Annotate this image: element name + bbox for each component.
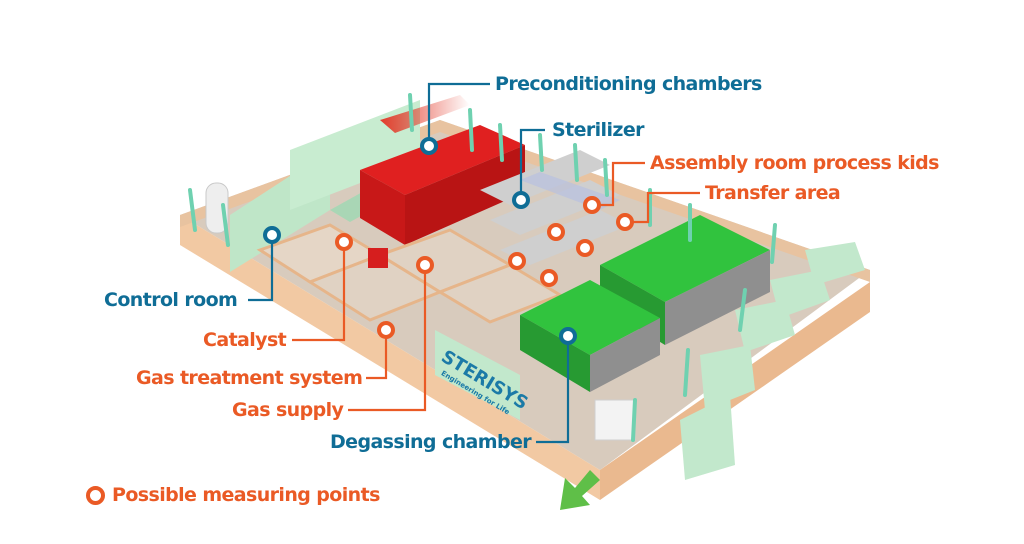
- marker-sterilizer-2: [547, 223, 565, 241]
- front-left-wall: [180, 215, 600, 500]
- pallet-stacks-right: [680, 242, 865, 480]
- marker-assembly: [583, 196, 601, 214]
- markers-orange: [335, 196, 634, 339]
- exit-arrow: [560, 470, 600, 510]
- preconditioning-chamber: [360, 125, 525, 245]
- marker-gas-treatment: [377, 321, 395, 339]
- exit-door: [594, 399, 636, 441]
- label-preconditioning-chambers: Preconditioning chambers: [495, 73, 762, 95]
- label-catalyst: Catalyst: [203, 329, 287, 351]
- label-assembly-room: Assembly room process kids: [650, 152, 939, 174]
- marker-degassing: [559, 327, 577, 345]
- marker-gas-supply: [416, 256, 434, 274]
- legend: Possible measuring points: [86, 484, 380, 506]
- legend-text: Possible measuring points: [112, 484, 380, 506]
- measuring-point-ring-icon: [86, 485, 105, 505]
- label-sterilizer: Sterilizer: [552, 119, 644, 141]
- marker-transfer: [616, 213, 634, 231]
- marker-sterilizer-4: [508, 252, 526, 270]
- pallet-stack-front: [435, 330, 520, 420]
- leader-lines-blue: [248, 82, 570, 444]
- label-gas-treatment-system: Gas treatment system: [136, 367, 363, 389]
- markers-blue: [263, 137, 577, 345]
- label-gas-supply: Gas supply: [232, 399, 344, 421]
- utility-rooms: [256, 223, 564, 324]
- leader-lines-orange: [292, 161, 700, 412]
- marker-sterilizer-3: [576, 239, 594, 257]
- back-right-wall: [440, 120, 870, 282]
- marker-sterilizer-5: [540, 269, 558, 287]
- degassing-chamber-small: [520, 280, 660, 392]
- label-degassing-chamber: Degassing chamber: [330, 431, 532, 453]
- pillars: [188, 93, 777, 442]
- label-transfer-area: Transfer area: [705, 182, 841, 204]
- marker-control-room: [263, 226, 281, 244]
- marker-sterilizer: [512, 191, 530, 209]
- marker-preconditioning: [420, 137, 438, 155]
- label-control-room: Control room: [104, 289, 238, 311]
- incoming-arrow: [380, 95, 470, 133]
- marker-catalyst: [335, 233, 353, 251]
- silo-tank: [205, 182, 229, 234]
